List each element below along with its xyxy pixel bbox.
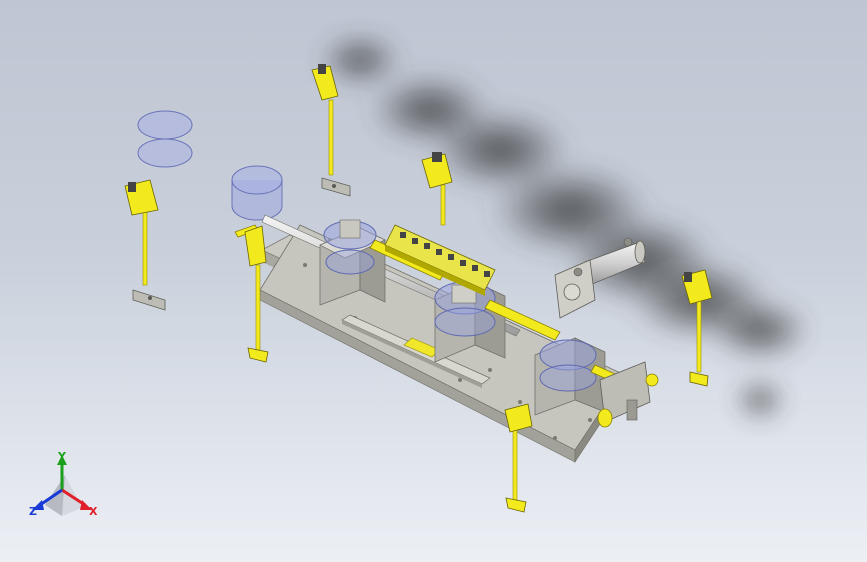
sensor-post-center[interactable]	[421, 152, 453, 226]
station-2-block[interactable]	[434, 281, 506, 363]
station-1-block[interactable]	[319, 219, 386, 306]
x-axis-line	[61, 488, 86, 507]
x-axis-arrow	[80, 500, 92, 510]
chain-linkage[interactable]	[384, 224, 496, 296]
sensor-post-top[interactable]	[311, 64, 351, 197]
front-clamp[interactable]	[597, 361, 659, 428]
z-axis-label: Z	[29, 505, 37, 518]
sensor-post-left[interactable]	[124, 179, 166, 311]
y-axis-label: Y	[57, 450, 67, 463]
station-3-block[interactable]	[534, 337, 606, 416]
ghost-cylinder-left[interactable]	[137, 110, 193, 168]
sensor-post-bottom-left[interactable]	[244, 225, 269, 363]
z-axis-line	[39, 488, 63, 507]
y-axis-arrow	[57, 455, 67, 465]
coordinate-triad[interactable]: Y X Z	[29, 450, 98, 518]
ghost-cylinder-middle[interactable]	[231, 165, 283, 221]
sensor-post-bottom[interactable]	[504, 403, 533, 513]
pneumatic-actuator[interactable]	[554, 237, 646, 319]
ground-shadow	[320, 35, 810, 420]
x-axis-label: X	[89, 505, 98, 518]
sensor-post-right[interactable]	[681, 269, 713, 387]
z-axis-arrow	[32, 500, 44, 510]
